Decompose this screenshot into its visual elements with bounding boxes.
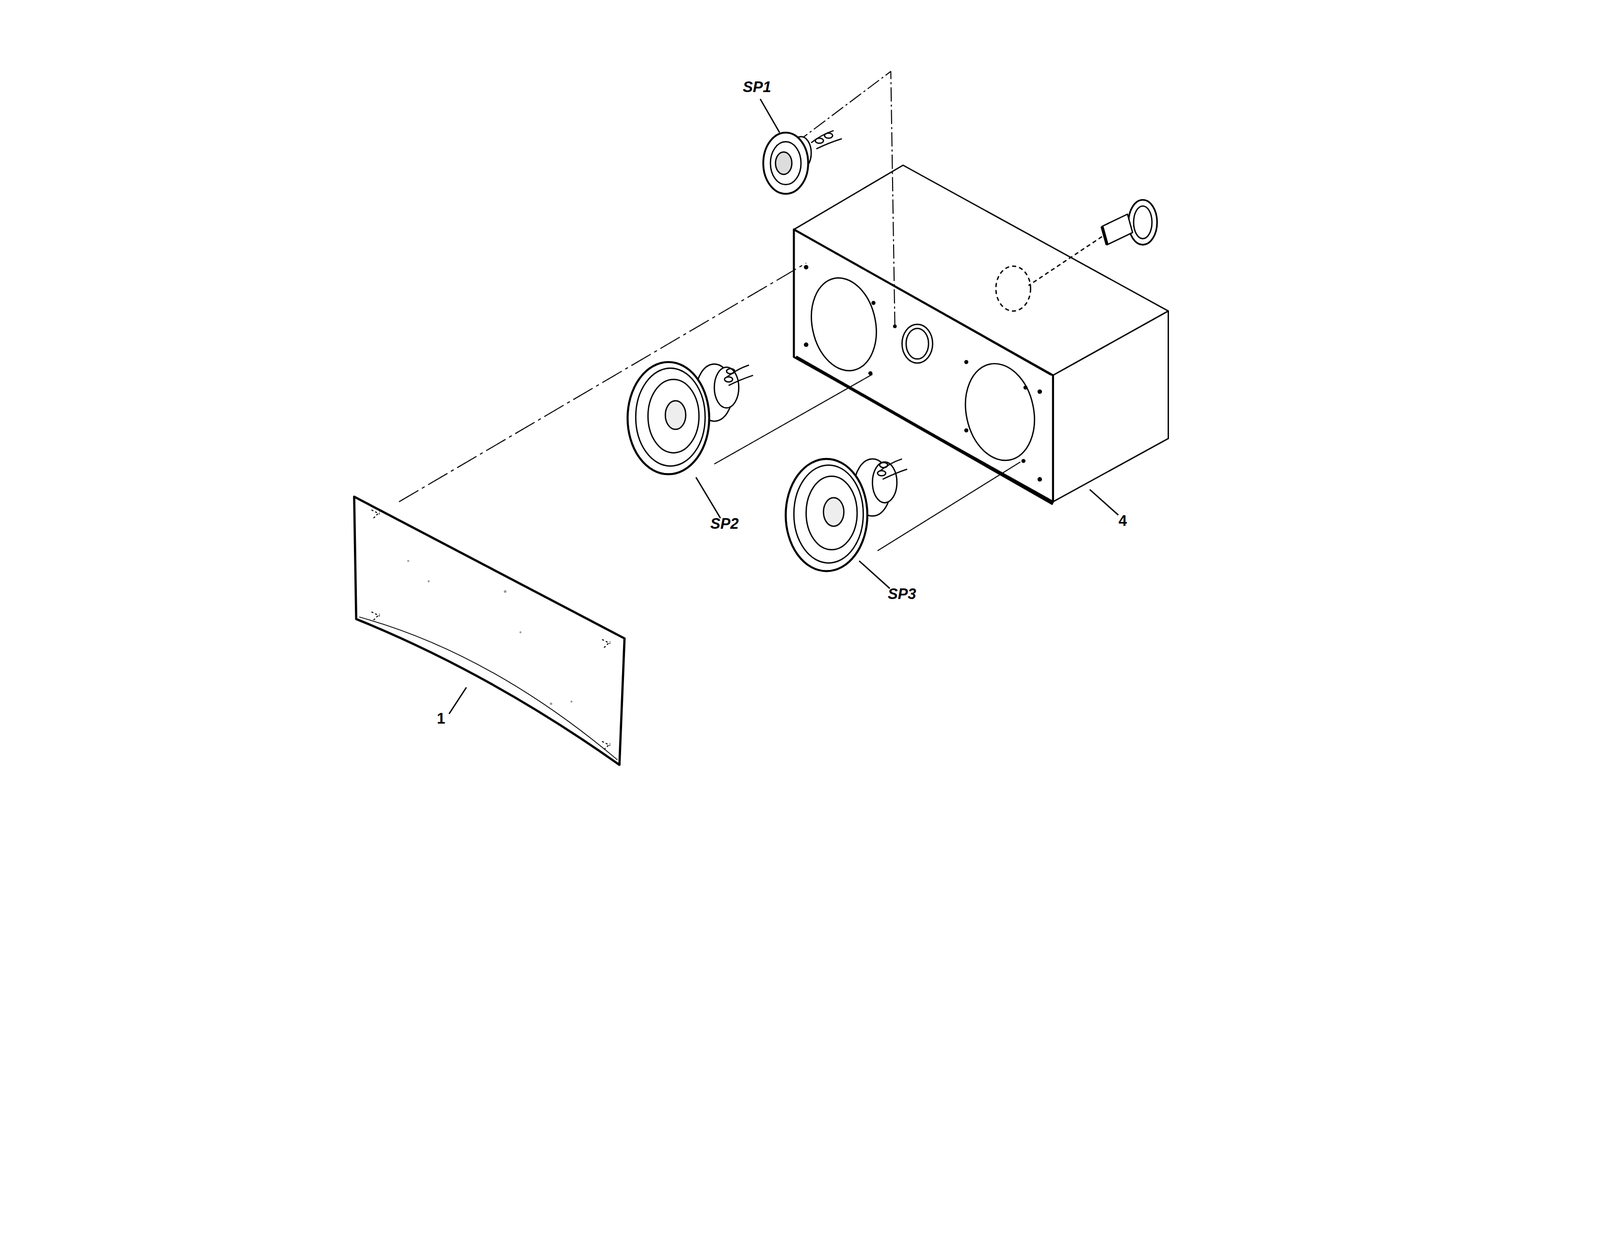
part-label: SP3 [887, 586, 917, 602]
terminal [1028, 199, 1157, 286]
callout-number: 4 [1118, 513, 1127, 529]
part-label: SP1 [742, 79, 772, 95]
leader-line [1089, 489, 1119, 516]
tweeter [760, 71, 896, 327]
grille [353, 263, 806, 766]
part-label: SP2 [710, 516, 739, 532]
cabinet [793, 165, 1168, 505]
woofer [785, 459, 1021, 589]
callout-number: 1 [436, 711, 446, 727]
